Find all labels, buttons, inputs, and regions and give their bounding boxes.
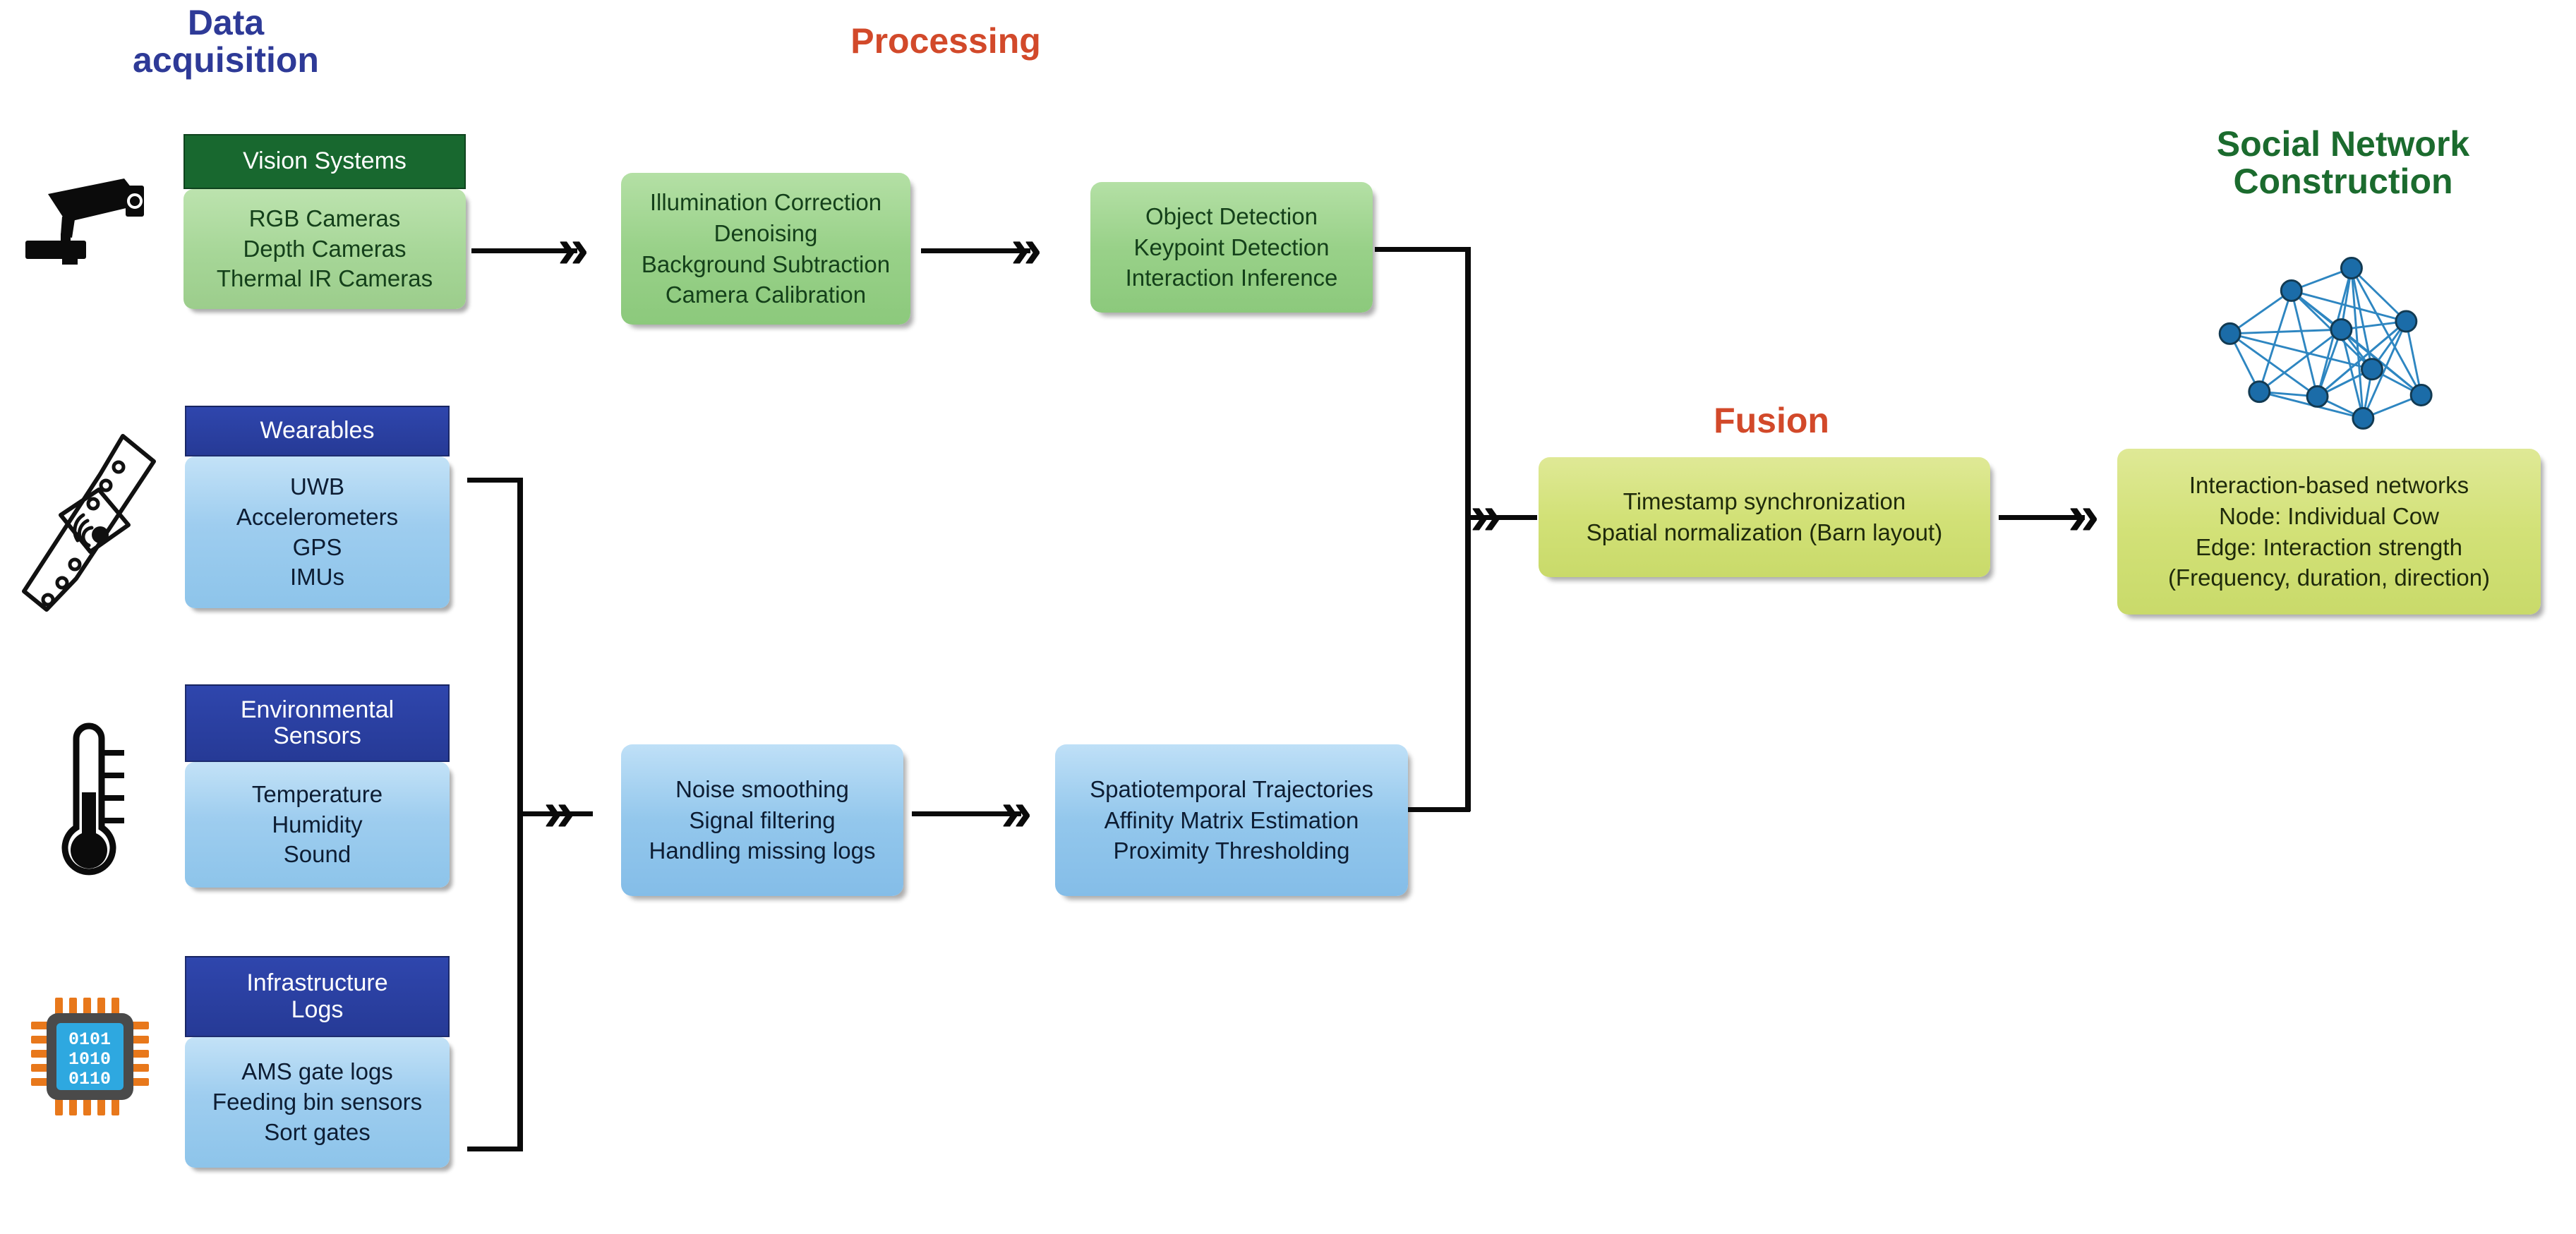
connector-vision-to-preprocessing: [471, 248, 577, 253]
network-node: [2409, 384, 2433, 406]
source-card-body-environmental-sensors: Temperature Humidity Sound: [185, 762, 450, 888]
network-edge: [2258, 328, 2342, 393]
process-box-vision-preprocessing[interactable]: Illumination Correction Denoising Backgr…: [621, 173, 910, 325]
network-edge: [2229, 328, 2342, 335]
section-title-data-acquisition: Data acquisition: [133, 3, 319, 80]
connector-preprocessing-to-detection: [921, 248, 1030, 253]
connector-wearables-to-sensor-bus: [467, 478, 519, 483]
network-edge: [2405, 321, 2423, 396]
source-card-infrastructure-logs[interactable]: Infrastructure Logs AMS gate logs Feedin…: [185, 956, 450, 1199]
chip-binary-row-0: 0101: [68, 1029, 111, 1050]
section-title-processing: Processing: [850, 21, 1041, 61]
network-edge: [2362, 320, 2407, 419]
network-edge: [2340, 328, 2422, 397]
network-node: [2340, 257, 2363, 279]
process-box-sensor-features[interactable]: Spatiotemporal Trajectories Affinity Mat…: [1055, 744, 1408, 896]
source-card-wearables[interactable]: Wearables UWB Accelerometers GPS IMUs: [185, 406, 450, 639]
cctv-camera-icon: [20, 172, 150, 265]
connector-cleaning-to-features: [912, 811, 1021, 816]
network-edge: [2316, 320, 2407, 398]
section-title-social-network-construction: Social Network Construction: [2216, 124, 2470, 201]
network-node: [2218, 322, 2241, 345]
network-node: [2306, 385, 2329, 408]
thermometer-icon: [37, 709, 150, 889]
network-edge: [2229, 289, 2292, 335]
network-node: [2330, 318, 2353, 341]
chevron-arrowhead-icon: »: [543, 780, 575, 842]
chevron-arrowhead-icon: »: [1011, 217, 1042, 279]
source-card-body-vision-systems: RGB Cameras Depth Cameras Thermal IR Cam…: [183, 189, 466, 309]
section-title-fusion: Fusion: [1714, 401, 1829, 440]
connector-sensorfeatures-to-fusion-bus: [1408, 807, 1470, 812]
connector-detection-to-fusion-bus: [1375, 247, 1470, 252]
source-card-header-infrastructure-logs: Infrastructure Logs: [185, 956, 450, 1037]
source-card-header-environmental-sensors: Environmental Sensors: [185, 684, 450, 762]
network-edge: [2290, 290, 2318, 397]
chip-binary-row-2: 0110: [68, 1069, 111, 1089]
network-node: [2395, 310, 2418, 333]
connector-fusion-to-social-network: [1999, 515, 2085, 520]
network-node: [2248, 380, 2271, 404]
connector-infralogs-to-sensor-bus: [467, 1147, 519, 1151]
network-edge: [2291, 289, 2407, 322]
source-card-header-vision-systems: Vision Systems: [183, 134, 466, 189]
connector-fusion-bus-to-fusion-box: [1467, 515, 1537, 520]
network-edge: [2350, 267, 2422, 396]
process-box-social-network-output[interactable]: Interaction-based networks Node: Individ…: [2117, 449, 2541, 615]
network-node: [2352, 406, 2375, 430]
connector-fusion-bus-vertical: [1465, 247, 1471, 811]
network-edge: [2316, 329, 2342, 397]
network-node: [2280, 279, 2303, 302]
chevron-arrowhead-icon: »: [1001, 780, 1033, 842]
network-node: [2361, 358, 2383, 381]
chevron-arrowhead-icon: »: [558, 217, 589, 279]
source-card-body-wearables: UWB Accelerometers GPS IMUs: [185, 456, 450, 608]
network-edge: [2229, 332, 2318, 398]
chevron-arrowhead-icon: »: [1470, 483, 1502, 546]
source-card-body-infrastructure-logs: AMS gate logs Feeding bin sensors Sort g…: [185, 1037, 450, 1168]
process-box-vision-detection[interactable]: Object Detection Keypoint Detection Inte…: [1090, 182, 1373, 313]
source-card-header-wearables: Wearables: [185, 406, 450, 456]
source-card-environmental-sensors[interactable]: Environmental Sensors Temperature Humidi…: [185, 684, 450, 910]
wearable-collar-icon: [16, 430, 167, 617]
chip-binary-row-1: 1010: [68, 1049, 111, 1070]
process-box-sensor-cleaning[interactable]: Noise smoothing Signal filtering Handlin…: [621, 744, 903, 896]
connector-sensor-bus-to-cleaning: [519, 811, 593, 816]
network-edge: [2340, 329, 2364, 419]
network-edge: [2258, 290, 2293, 392]
process-box-fusion[interactable]: Timestamp synchronization Spatial normal…: [1539, 457, 1990, 577]
social-network-graph: [2163, 226, 2495, 437]
network-graph-svg: [2218, 257, 2433, 430]
network-edge: [2350, 267, 2407, 322]
chevron-arrowhead-icon: »: [2068, 483, 2100, 546]
microchip-icon: 0101 1010 0110: [28, 995, 152, 1118]
source-card-vision-systems[interactable]: Vision Systems RGB Cameras Depth Cameras…: [183, 134, 466, 360]
network-edge: [2229, 332, 2373, 370]
